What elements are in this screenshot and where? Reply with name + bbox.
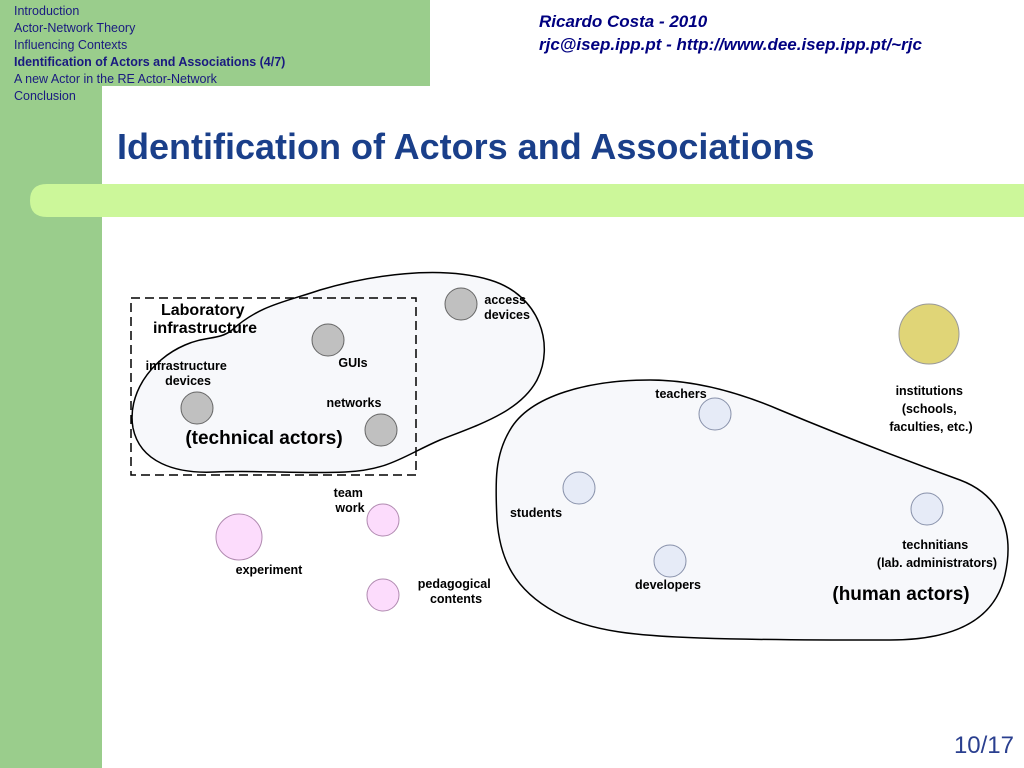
node-teachers — [698, 397, 732, 431]
nav-item-introduction[interactable]: Introduction — [14, 4, 80, 18]
title-underline-bar — [30, 184, 1024, 217]
node-developers — [653, 544, 687, 578]
section-navigation: Introduction Actor-Network Theory Influe… — [14, 3, 285, 105]
technical-actors-label: (technical actors) — [185, 428, 342, 449]
contact-line: rjc@isep.ipp.pt - http://www.dee.isep.ip… — [539, 35, 922, 54]
sidebar-background — [0, 0, 102, 768]
node-access-devices — [444, 287, 478, 321]
infrastructure-devices-label: infrastructure devices — [146, 359, 231, 388]
page-number: 10/17 — [953, 732, 1014, 759]
nav-item-conclusion[interactable]: Conclusion — [14, 89, 76, 103]
node-networks — [364, 413, 398, 447]
slide-title: Identification of Actors and Association… — [117, 126, 815, 167]
author-line: Ricardo Costa - 2010 — [539, 12, 708, 31]
author-block: Ricardo Costa - 2010 rjc@isep.ipp.pt - h… — [539, 10, 922, 56]
node-institutions — [898, 303, 960, 365]
header-band — [0, 0, 430, 86]
institutions-label: institutions (schools, faculties, etc.) — [889, 384, 972, 434]
node-team-work — [366, 503, 400, 537]
node-experiment — [215, 513, 263, 561]
node-pedagogical-contents — [366, 578, 400, 612]
human-actors-group — [495, 379, 1009, 641]
nav-item-actor-network-theory[interactable]: Actor-Network Theory — [14, 21, 136, 35]
experiment-label: experiment — [236, 563, 304, 577]
guis-label: GUIs — [338, 356, 367, 370]
teachers-label: teachers — [655, 387, 706, 401]
lab-label: Laboratory infrastructure — [153, 302, 257, 337]
nav-item-new-actor[interactable]: A new Actor in the RE Actor-Network — [14, 72, 217, 86]
node-infrastructure-devices — [180, 391, 214, 425]
human-actors-label: (human actors) — [832, 584, 969, 605]
networks-label: networks — [327, 396, 382, 410]
nav-item-influencing-contexts[interactable]: Influencing Contexts — [14, 38, 128, 52]
pedagogical-contents-label: pedagogical contents — [418, 577, 494, 606]
node-students — [562, 471, 596, 505]
laboratory-infrastructure-box — [130, 297, 417, 476]
developers-label: developers — [635, 578, 701, 592]
technitians-label: technitians (lab. administrators) — [877, 538, 997, 570]
nav-item-identification-current[interactable]: Identification of Actors and Association… — [14, 55, 286, 69]
node-guis — [311, 323, 345, 357]
students-label: students — [510, 506, 562, 520]
technical-actors-group — [131, 271, 546, 474]
access-devices-label: access devices — [484, 293, 530, 322]
node-technitians — [910, 492, 944, 526]
team-work-label: team work — [334, 486, 367, 515]
